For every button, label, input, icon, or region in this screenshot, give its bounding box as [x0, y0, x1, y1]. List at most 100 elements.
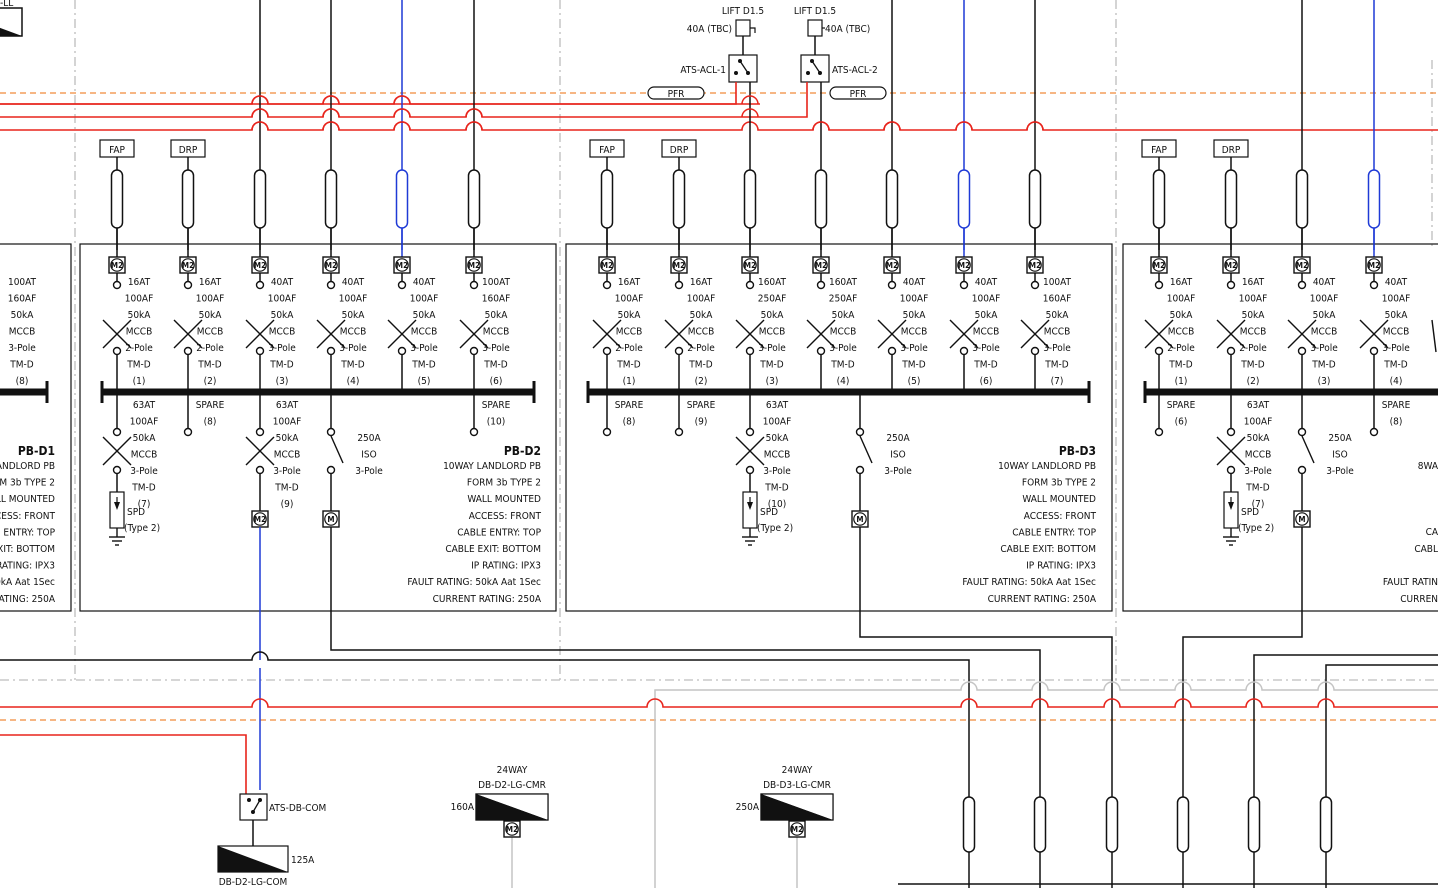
- breaker-rating-text: (3): [766, 376, 779, 387]
- spd-label: SPD: [1241, 507, 1259, 518]
- breaker-rating-text: TM-D: [340, 360, 365, 371]
- tag-box-drp: [1213, 139, 1249, 158]
- meter-circle: [1152, 258, 1166, 272]
- crossover-arc: [251, 95, 269, 105]
- breaker-rating-text: (2): [1247, 376, 1260, 387]
- breaker-rating-text: MCCB: [1311, 327, 1338, 338]
- breaker-terminal: [183, 346, 193, 356]
- mccb-cross: [245, 319, 275, 349]
- breaker-terminal: [1297, 427, 1307, 437]
- breaker-rating-text: 100AF: [615, 294, 644, 305]
- breaker-rating-text: 100AF: [196, 294, 225, 305]
- breaker-terminal: [326, 465, 336, 475]
- board-info-line: FORM 3b TYPE 2: [1022, 478, 1096, 489]
- breaker-rating-text: TM-D: [269, 360, 294, 371]
- db-fill: [761, 794, 833, 820]
- breaker-rating-text: 63AT: [133, 400, 156, 411]
- breaker-rating-text: 160AT: [758, 277, 787, 288]
- breaker-rating-text: 50kA: [133, 433, 157, 444]
- lift-box: [807, 19, 823, 37]
- breaker-rating-text: TM-D: [764, 483, 789, 494]
- breaker-rating-text: 2-Pole: [196, 343, 224, 354]
- breaker-terminal: [745, 427, 755, 437]
- crossover-arc: [812, 121, 830, 131]
- fuse-symbol: [395, 169, 409, 229]
- breaker-terminal: [855, 427, 865, 437]
- lift-feed-red: [745, 82, 808, 118]
- tag-box-drp: [661, 139, 697, 158]
- breaker-rating-text: 2-Pole: [687, 343, 715, 354]
- db-title: DB-D2-LG-CMR: [478, 780, 546, 791]
- db-rating: 125A: [291, 855, 315, 866]
- lift-box: [735, 19, 751, 37]
- tag-label: FAP: [109, 145, 125, 156]
- spare-text: SPARE: [482, 400, 511, 411]
- board-info-line: CABLE ENTRY: TOP: [1012, 527, 1096, 538]
- isolator-text: 3-Pole: [884, 466, 912, 477]
- board-info-line: CABLE EXIT: BOTTOM: [1000, 544, 1096, 555]
- breaker-rating-text: 2-Pole: [125, 343, 153, 354]
- meter-circle: [505, 822, 519, 836]
- breaker-terminal: [674, 280, 684, 290]
- crossover-arc: [741, 95, 759, 105]
- fuse-symbol: [885, 169, 899, 229]
- board-frame-pb-d4: [1122, 243, 1438, 612]
- breaker-rating-text: (4): [347, 376, 360, 387]
- breaker-rating-text: 16AT: [618, 277, 641, 288]
- mccb-cross: [949, 319, 979, 349]
- spd-arrow: [114, 502, 120, 510]
- spare-text: (8): [623, 417, 636, 428]
- fuse-symbol: [110, 169, 124, 229]
- breaker-terminal: [397, 280, 407, 290]
- crossover-arc: [251, 108, 269, 118]
- breaker-rating-text: 50kA: [618, 310, 642, 321]
- breaker-rating-text: TM-D: [759, 360, 784, 371]
- mccb-cross: [316, 319, 346, 349]
- isolator-text: ISO: [890, 450, 905, 461]
- breaker-rating-text: 50kA: [690, 310, 714, 321]
- mccb-cross: [102, 436, 132, 466]
- meter-circle: [253, 512, 267, 526]
- crossover-arc: [322, 108, 340, 118]
- breaker-terminal: [326, 280, 336, 290]
- breaker-terminal: [397, 346, 407, 356]
- ats-box: [728, 54, 758, 83]
- breaker-terminal: [1297, 465, 1307, 475]
- db-fill: [218, 846, 288, 872]
- return-wire: [330, 527, 1041, 888]
- board-info-line: IP RATING: IPX3: [471, 561, 541, 572]
- fuse-symbol: [181, 169, 195, 229]
- breaker-rating-text: 16AT: [128, 277, 151, 288]
- mccb-cross: [173, 319, 203, 349]
- breaker-rating-text: 50kA: [1247, 433, 1271, 444]
- breaker-terminal: [469, 280, 479, 290]
- breaker-terminal: [816, 346, 826, 356]
- breaker-rating-text: (3): [276, 376, 289, 387]
- board-info-line: FORM 3b TYPE 2: [0, 478, 55, 489]
- breaker-rating-text: 16AT: [1242, 277, 1265, 288]
- breaker-rating-text: (1): [623, 376, 636, 387]
- return-wire: [859, 527, 1113, 888]
- breaker-rating-text: 100AT: [482, 277, 511, 288]
- ats-dot: [734, 71, 738, 75]
- meter-label: M2: [254, 515, 266, 524]
- meter-circle: [1224, 258, 1238, 272]
- board-info-line: WALL MOUNTED: [467, 494, 541, 505]
- breaker-terminal: [855, 465, 865, 475]
- isolator-text: 3-Pole: [1326, 466, 1354, 477]
- meter-circle: [1295, 258, 1309, 272]
- crossover-arc: [393, 95, 411, 105]
- crossover-arc: [465, 108, 483, 118]
- mccb-cross: [1144, 319, 1174, 349]
- ats-dot: [806, 71, 810, 75]
- mccb-cross: [1287, 319, 1317, 349]
- breaker-rating-text: 50kA: [276, 433, 300, 444]
- breaker-rating-text: 2-Pole: [1167, 343, 1195, 354]
- breaker-rating-text: TM-D: [973, 360, 998, 371]
- breaker-rating-text: TM-D: [1383, 360, 1408, 371]
- meter-label: M2: [182, 261, 194, 270]
- ats-label: ATS-ACL-1: [680, 65, 726, 76]
- busbar-feeder: [0, 108, 745, 118]
- busbar-feeder: [0, 95, 760, 105]
- breaker-terminal: [255, 280, 265, 290]
